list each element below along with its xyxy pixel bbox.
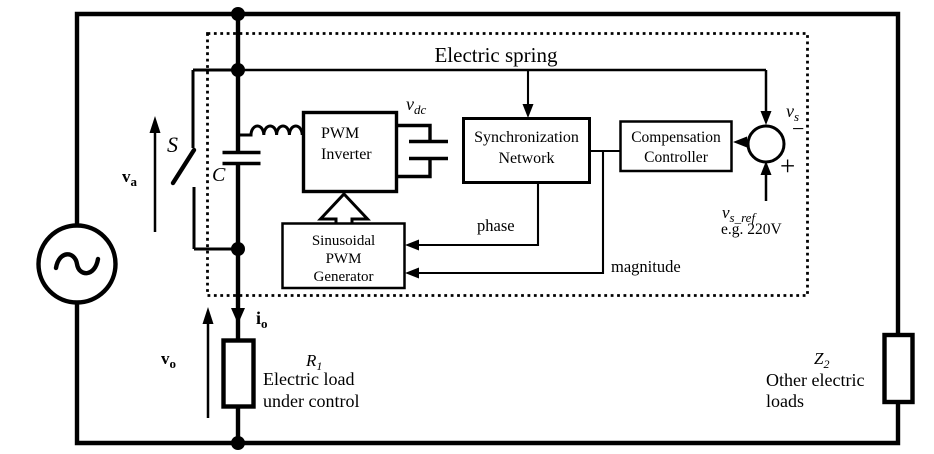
junction-dot-bottom [231, 436, 245, 450]
load2-resistor [882, 332, 915, 405]
summer-top-arrowhead [760, 111, 772, 125]
summer-plus-sign: + [780, 151, 795, 181]
load2-ref-label: Z2 [814, 349, 829, 371]
switch-label: S [167, 132, 178, 157]
sync-network-box [462, 117, 591, 184]
io-arrowhead [231, 308, 245, 324]
dc-link-capacitor [396, 123, 448, 179]
load1-resistor [221, 338, 256, 409]
spwm-generator-label-line3: Generator [314, 269, 374, 285]
switch-leads [191, 68, 238, 251]
spwm-generator-label-line2: PWM [326, 251, 362, 267]
capacitor-plates [222, 150, 261, 166]
magnitude-label: magnitude [611, 257, 681, 276]
io-label: io [256, 308, 268, 331]
electric-spring-dotted-boundary [206, 32, 809, 297]
outer-circuit-wire-top-right [74, 11, 901, 335]
ac-sine-symbol [53, 252, 101, 276]
comp-controller-box [619, 120, 733, 173]
capacitor-label: C [212, 164, 226, 186]
va-arrowhead [149, 116, 161, 133]
load2-desc-line1: Other electric [766, 370, 864, 390]
vsref-label: vs_ref [722, 203, 757, 225]
summing-junction [746, 124, 786, 164]
summer-minus-sign: − [792, 116, 804, 141]
load2-desc-line2: loads [766, 391, 804, 411]
vo-arrowhead [202, 307, 214, 324]
load1-ref-label: R1 [305, 351, 322, 373]
vdc-label: vdc [406, 94, 427, 117]
vsref-example-label: e.g. 220V [721, 221, 783, 238]
switch-blade [170, 147, 197, 186]
sync-input-arrowhead [522, 104, 534, 118]
pwm-inverter-label-line2: Inverter [321, 146, 372, 163]
vsref-arrowhead [760, 161, 772, 175]
phase-label: phase [477, 216, 515, 235]
spwm-generator-box [281, 222, 406, 290]
phase-wire [413, 182, 540, 247]
pwm-inverter-box [301, 110, 399, 194]
spwm-generator-label-line1: Sinusoidal [312, 233, 375, 249]
vs-label: vs [786, 101, 799, 124]
pwm-inverter-label-line1: PWM [321, 125, 359, 142]
magnitude-arrowhead [405, 267, 419, 279]
junction-dot-top [231, 7, 245, 21]
magnitude-wire [413, 151, 605, 275]
vo-label: vo [161, 349, 176, 371]
load1-desc-line1: Electric load [263, 369, 354, 389]
diagram-title: Electric spring [434, 43, 558, 67]
va-label: va [122, 167, 138, 189]
sync-network-label-line1: Synchronization [474, 129, 579, 146]
phase-arrowhead [405, 239, 419, 251]
comp-controller-label-line1: Compensation [631, 129, 721, 146]
outer-circuit-wire-bottom-left [74, 302, 901, 446]
sync-network-label-line2: Network [499, 150, 555, 167]
inductor-coil [238, 124, 304, 137]
summer-output-arrowhead [733, 136, 747, 148]
gate-signal-block-arrow [317, 191, 371, 226]
load1-desc-line2: under control [263, 391, 359, 411]
comp-controller-label-line2: Controller [644, 149, 709, 166]
